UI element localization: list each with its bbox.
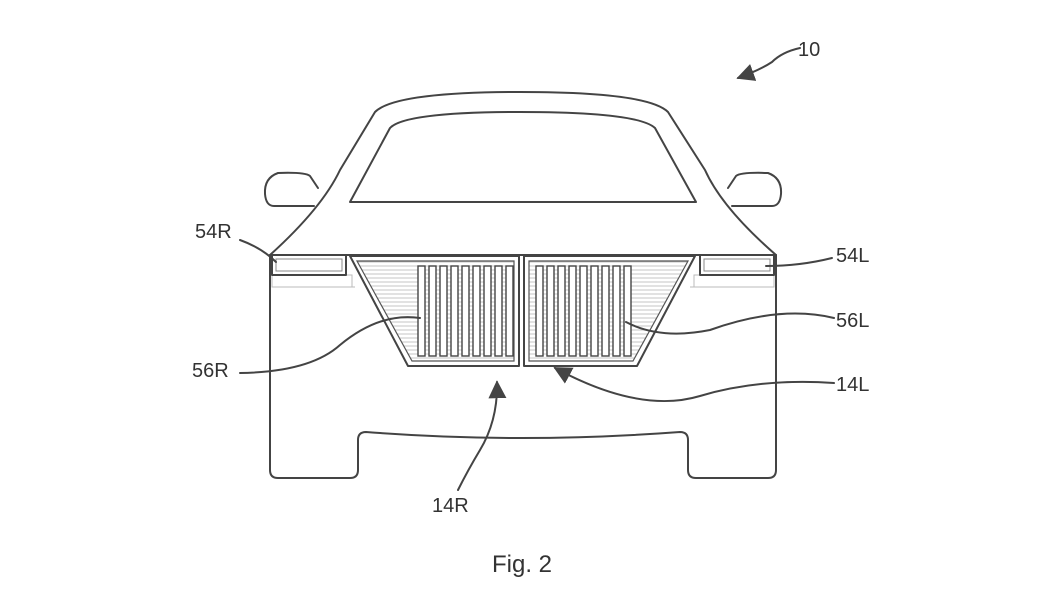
car-body [269, 254, 777, 479]
label-56R: 56R [192, 360, 229, 382]
grille-right-bar [472, 265, 481, 357]
windshield [349, 111, 697, 203]
grille-left-bar [557, 265, 566, 357]
grille-left-bar [612, 265, 621, 357]
headlamp-left [699, 254, 775, 276]
grille-left-bar [590, 265, 599, 357]
grille-right-bar [505, 265, 514, 357]
grille-right-bar [461, 265, 470, 357]
leader-14R [457, 380, 507, 491]
label-54R: 54R [195, 221, 232, 243]
grille-right-bar [494, 265, 503, 357]
car-roof [269, 91, 777, 256]
grille-left-bar [535, 265, 544, 357]
grille-left-bar [579, 265, 588, 357]
grille-right-bar [450, 265, 459, 357]
grille-left-bar [546, 265, 555, 357]
label-54L: 54L [836, 245, 869, 267]
grille-right-bar [417, 265, 426, 357]
mirror-left [727, 171, 783, 207]
leader-56L [625, 312, 835, 335]
grille-left-bars [535, 265, 632, 357]
grille-right-bar [428, 265, 437, 357]
leader-10 [736, 47, 801, 81]
label-14R: 14R [432, 495, 469, 517]
grille-left-bar [568, 265, 577, 357]
headlamp-right [271, 254, 347, 276]
leader-54L [765, 257, 833, 267]
grille-right-bar [439, 265, 448, 357]
leader-56R [239, 316, 421, 374]
mirror-right [263, 171, 319, 207]
leader-54R [239, 239, 277, 263]
leader-14L [553, 367, 835, 403]
grille-right [349, 255, 520, 367]
label-56L: 56L [836, 310, 869, 332]
grille-left [523, 255, 696, 367]
figure-caption: Fig. 2 [492, 551, 552, 578]
grille-left-bar [601, 265, 610, 357]
grille-right-bars [417, 265, 514, 357]
grille-left-bar [623, 265, 632, 357]
grille-right-bar [483, 265, 492, 357]
label-10: 10 [798, 39, 820, 61]
label-14L: 14L [836, 374, 869, 396]
